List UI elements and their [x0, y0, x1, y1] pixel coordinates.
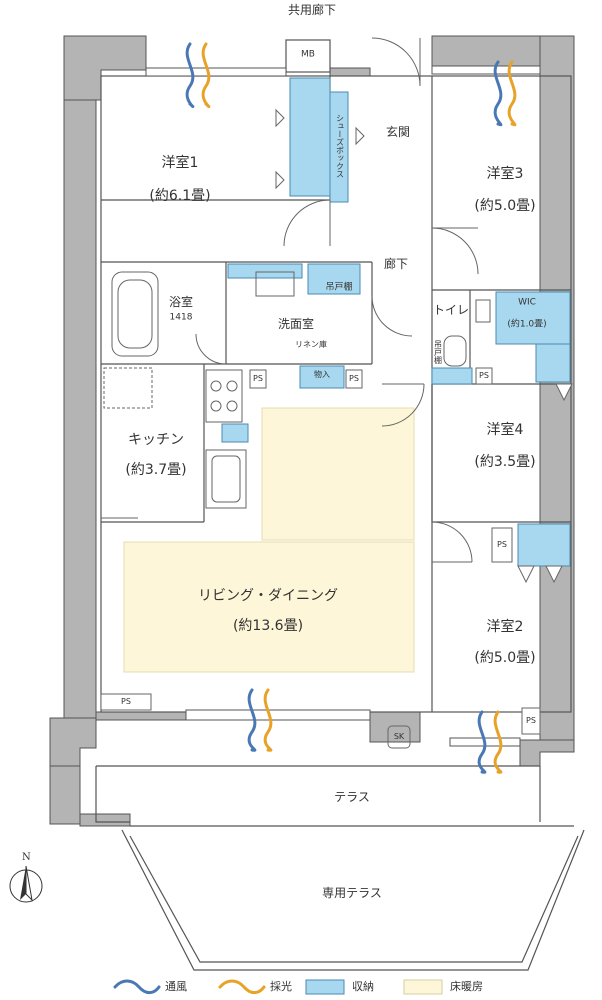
interior-lines [95, 39, 585, 971]
ventilation-daylight-marks [185, 42, 517, 774]
western3-name: 洋室3 [486, 166, 524, 182]
entrance-name: 玄関 [385, 125, 411, 139]
ps-label-6: PS [121, 697, 131, 706]
private-terrace-name: 専用テラス [322, 886, 382, 900]
ventilation-legend-icon [113, 979, 161, 995]
legend-ventilation: 通風 [165, 980, 187, 993]
western2-size: (約5.0畳) [474, 650, 536, 666]
common-corridor-label: 共用廊下 [287, 3, 337, 17]
ps-label-1: PS [253, 374, 263, 383]
north-label: N [22, 852, 31, 863]
hanging-shelf-label: 吊戸棚 [325, 282, 353, 293]
kitchen-size: (約3.7畳) [125, 462, 187, 478]
legend-storage: 収納 [352, 980, 374, 993]
wic-size: (約1.0畳) [507, 319, 547, 330]
linen-label: リネン庫 [295, 340, 327, 349]
ps-label-3: PS [479, 371, 489, 380]
mb-label: MB [301, 49, 315, 60]
living-size: (約13.6畳) [232, 618, 304, 634]
ps-label-4: PS [497, 540, 507, 549]
sk-label: SK [393, 732, 405, 741]
bath-size: 1418 [169, 312, 193, 323]
hanging-shelf-vertical-label: 吊戸棚 [433, 340, 443, 364]
floor-heating-legend-icon [403, 979, 443, 995]
western1-name: 洋室1 [161, 155, 199, 171]
north-arrow-icon [9, 865, 43, 903]
ps-label-2: PS [349, 374, 359, 383]
terrace-name: テラス [334, 790, 370, 804]
western1-size: (約6.1畳) [149, 188, 211, 204]
legend-icons [113, 979, 443, 995]
bath-name: 浴室 [168, 295, 194, 309]
floor-heating-areas [123, 407, 415, 673]
wic-name: WIC [518, 297, 536, 308]
western4-size: (約3.5畳) [474, 454, 536, 470]
washroom-name: 洗面室 [277, 317, 315, 331]
toilet-name: トイレ [432, 303, 470, 317]
legend-floor-heating: 床暖房 [450, 980, 483, 993]
kitchen-name: キッチン [128, 432, 184, 448]
storage-areas [221, 77, 571, 567]
western2-name: 洋室2 [486, 619, 524, 635]
legend-daylight: 採光 [270, 980, 292, 993]
hallway-name: 廊下 [383, 257, 409, 271]
living-name: リビング・ダイニング [198, 588, 338, 604]
fixtures [100, 37, 573, 749]
shoebox-label: シューズボックス [335, 114, 345, 178]
ps-label-5: PS [526, 716, 536, 725]
daylight-legend-icon [218, 979, 266, 995]
western3-size: (約5.0畳) [474, 198, 536, 214]
storage-legend-icon [305, 979, 345, 995]
storage-label: 物入 [314, 370, 330, 379]
western4-name: 洋室4 [486, 422, 524, 438]
